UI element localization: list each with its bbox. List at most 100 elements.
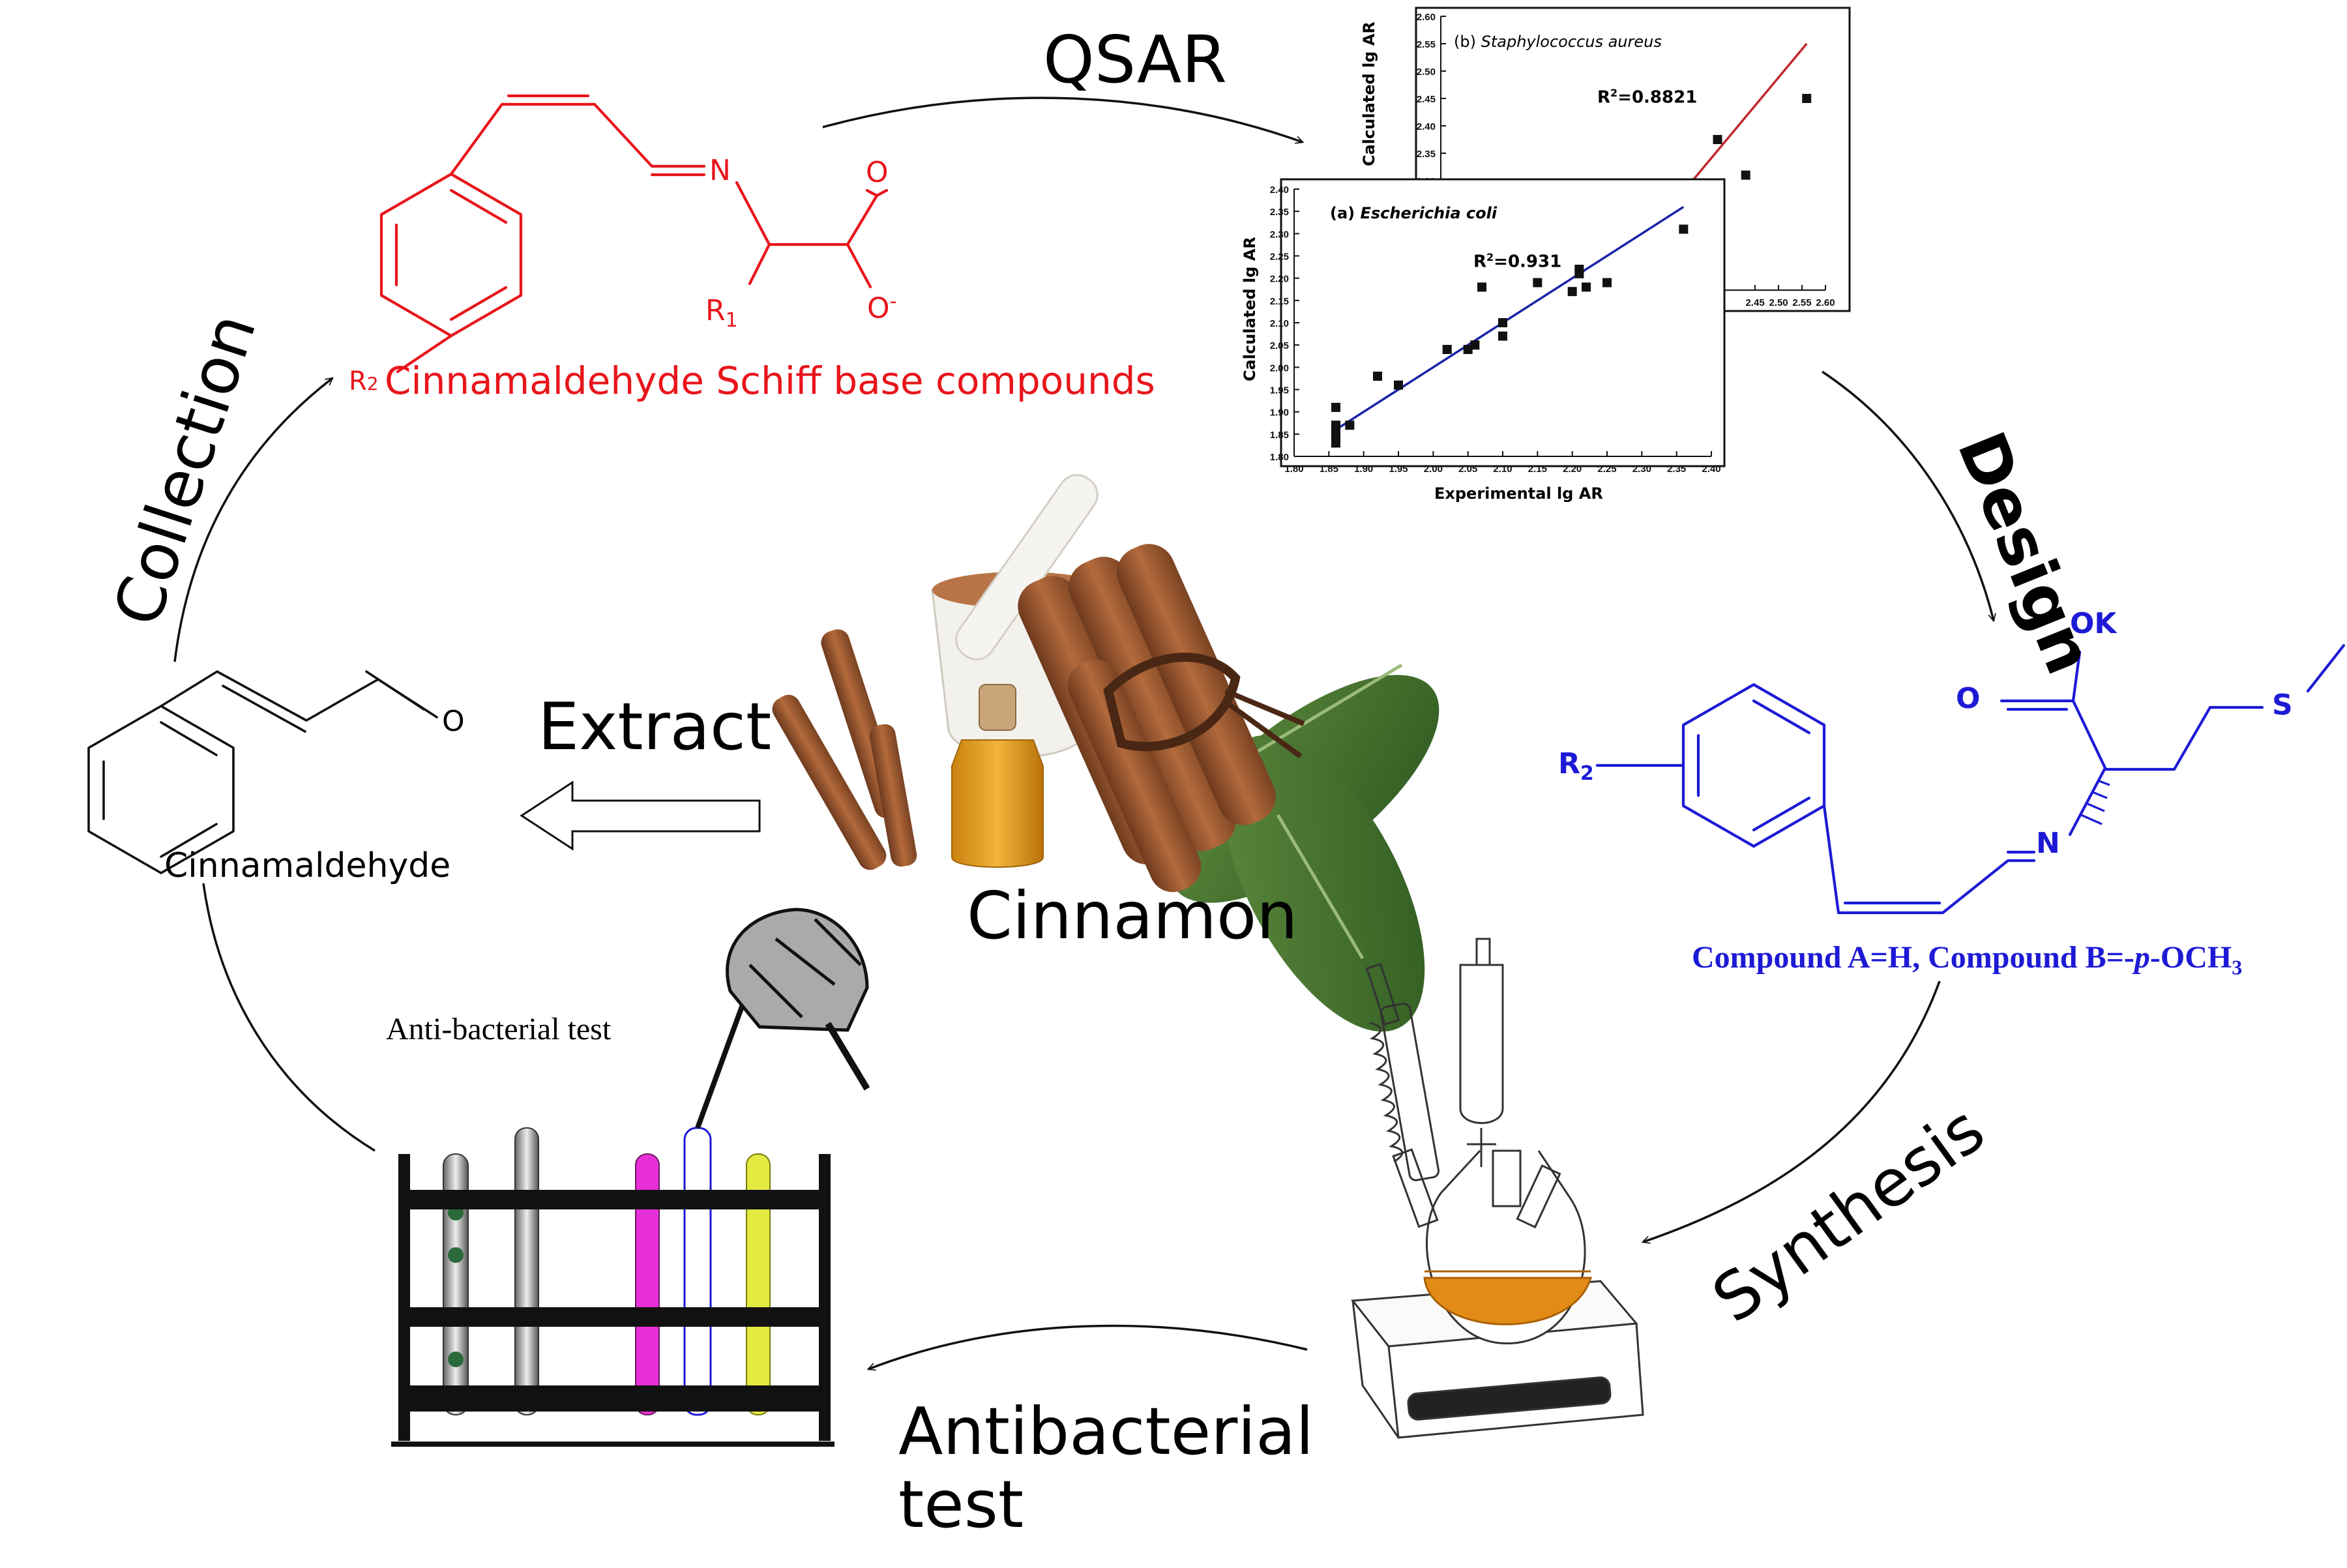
y-tick-label: 2.30 [1270,229,1289,240]
x-tick-label: 2.25 [1597,464,1616,475]
y-tick-label: 2.40 [1270,185,1289,196]
leaf-icon [1222,735,1425,1032]
data-point [1498,318,1507,327]
y-tick-label: 2.15 [1270,296,1289,307]
designed-n-atom: N [2036,827,2060,860]
data-point [1574,269,1584,278]
chart-b-r2: R2=0.8821 [1597,87,1698,108]
designed-r2-label: R2 [1558,747,1594,785]
designed-o-atom: O [1956,682,1981,715]
cinnamon-bundle [1018,544,1305,893]
data-point [1345,421,1355,430]
x-tick-label: 1.95 [1389,464,1408,475]
x-tick-label: 2.20 [1563,464,1582,475]
step-extract-label: Extract [538,688,772,765]
synthesis-apparatus [1351,938,1644,1439]
x-tick-label: 2.00 [1424,464,1443,475]
y-tick-label: 2.45 [1417,94,1436,105]
data-point [1498,331,1507,341]
data-point [1331,402,1340,412]
y-tick-label: 2.25 [1270,252,1289,263]
arrow-return [202,883,376,1152]
x-tick-label: 1.85 [1320,464,1338,475]
chart-a-ylabel: Calculated lg AR [1241,237,1259,381]
x-tick-label: 2.45 [1745,297,1764,308]
stereo-hash [2079,780,2110,825]
y-tick-label: 2.10 [1270,318,1289,329]
anti-bacterial-test-label: Anti-bacterial test [386,1012,612,1046]
tube-4 [683,1127,712,1416]
data-point [1331,438,1340,448]
y-tick-label: 2.50 [1417,67,1436,78]
x-tick-label: 2.30 [1632,464,1651,475]
x-tick-label: 2.55 [1792,297,1811,308]
tube-2 [514,1127,539,1415]
schiff-r1-label: R1 [705,294,738,332]
x-tick-label: 2.40 [1702,464,1720,475]
x-tick-label: 2.35 [1667,464,1686,475]
chart-b-ylabel: Calculated lg AR [1360,22,1378,166]
data-point [1470,340,1480,350]
y-tick-label: 2.60 [1417,12,1436,23]
center-cinnamon-label: Cinnamon [967,878,1298,954]
data-point [1802,94,1812,103]
y-tick-label: 2.20 [1270,274,1289,285]
designed-compound-structure [1595,643,2346,915]
cinnamaldehyde-o-atom: O [442,705,465,738]
step-antibacterial-label: Antibacterial test [898,1395,1314,1541]
data-point [1442,345,1452,354]
x-tick-label: 2.05 [1458,464,1477,475]
cinnamaldehyde-structure [87,670,438,874]
data-point [1463,345,1473,354]
x-tick-label: 2.60 [1816,297,1835,308]
data-point [1477,282,1486,292]
schiff-o-atom: O [866,156,889,189]
data-point [1679,224,1689,234]
arrow-design [1822,370,1994,621]
schiff-base-label: Cinnamaldehyde Schiff base compounds [385,359,1155,403]
pipette-hand-icon [695,908,870,1129]
schiff-base-structure [379,94,889,374]
x-tick-label: 1.90 [1354,464,1373,475]
x-tick-label: 2.15 [1528,464,1547,475]
fit-line [1335,205,1685,431]
x-tick-label: 2.50 [1769,297,1788,308]
tube-1 [443,1153,469,1415]
y-tick-label: 2.05 [1270,340,1289,351]
designed-caption: Compound A=H, Compound B=-p-OCH3 [1692,940,2243,979]
step-antibacterial-line2: test [898,1466,1024,1543]
schiff-r2-label: R2 [349,366,379,396]
y-tick-label: 1.85 [1270,430,1289,441]
data-point [1373,372,1382,381]
data-point [1567,287,1577,297]
chart-a-title: (a) Escherichia coli [1330,204,1498,222]
data-point [1602,278,1612,288]
y-tick-label: 2.55 [1417,39,1436,50]
arrow-synthesis [1643,981,1941,1242]
dropping-funnel-icon [1459,938,1504,1167]
arrow-collection [173,378,332,662]
data-point [1533,278,1543,288]
y-tick-label: 1.80 [1270,452,1289,463]
chart-b-title: (b) Staphylococcus aureus [1454,33,1662,51]
cinnamon-illustration [772,474,1439,1032]
extract-arrow [520,780,761,851]
designed-ok-label: OK [2070,607,2117,640]
tube-3 [635,1153,660,1415]
y-tick-label: 1.95 [1270,385,1289,396]
x-tick-label: 1.80 [1284,464,1303,475]
data-point [1582,282,1591,292]
cinnamaldehyde-label: Cinnamaldehyde [164,846,451,885]
data-point [1713,135,1722,144]
schiff-n-atom: N [709,154,731,187]
cinnamon-sticks-left [772,629,917,870]
arrow-qsar [822,96,1303,142]
y-tick-label: 2.00 [1270,362,1289,374]
flask-icon [1392,1148,1593,1344]
schiff-o-minus-atom: O- [867,290,897,325]
chart-escherichia-coli: 2.40 2.35 2.30 2.25 2.20 2.15 2.10 2.05 2.00 1.95… [1270,178,1726,475]
chart-a-r2: R2=0.931 [1473,251,1562,272]
chart-a-xlabel: Experimental lg AR [1434,484,1603,503]
y-tick-label: 2.40 [1417,121,1436,132]
